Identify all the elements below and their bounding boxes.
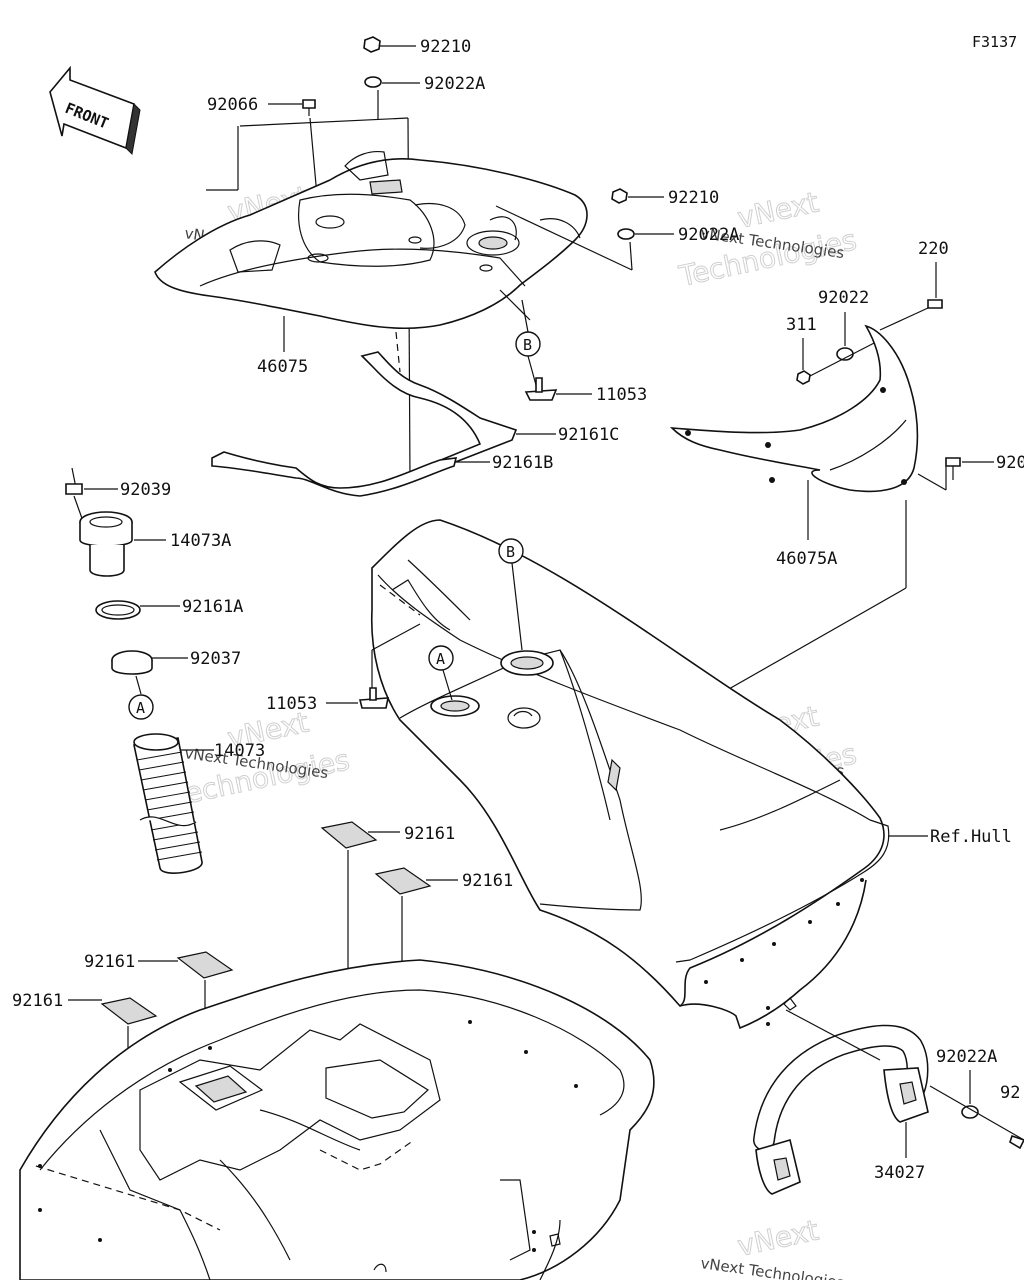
leader-line xyxy=(495,205,633,271)
clamp-92037 xyxy=(111,650,188,695)
part-label-46075A: 46075A xyxy=(776,549,837,569)
gasket-92161C xyxy=(360,351,556,469)
leader-line xyxy=(239,117,409,127)
part-label-92161B: 92161B xyxy=(492,453,553,473)
gasket-92161B xyxy=(211,451,490,497)
nut-92210-right xyxy=(611,188,664,204)
part-label-92210-right: 92210 xyxy=(668,188,719,208)
leader-line xyxy=(629,241,633,271)
part-label-11053-mid: 11053 xyxy=(266,694,317,714)
watermark-vnext: vNext xyxy=(735,186,822,235)
fitting-14073A xyxy=(79,511,166,577)
part-label-92022: 92022 xyxy=(818,288,869,308)
leader-line xyxy=(511,562,523,651)
part-label-92-cut: 92 xyxy=(1000,1083,1020,1103)
part-label-92161C: 92161C xyxy=(558,425,619,445)
figure-code: F3137 xyxy=(972,33,1017,51)
leader-line xyxy=(395,331,401,373)
washer-92022A-bottom xyxy=(929,1070,1024,1150)
gasket-92161A xyxy=(95,600,180,620)
part-label-92022A-top: 92022A xyxy=(424,74,485,94)
leader-line xyxy=(521,299,529,333)
part-label-92161A: 92161A xyxy=(182,597,243,617)
leader-line xyxy=(527,355,537,386)
clip-11053-mid xyxy=(326,623,421,709)
callout-b-label: B xyxy=(523,336,532,354)
part-label-92039: 92039 xyxy=(120,480,171,500)
part-label-92022A-bottom: 92022A xyxy=(936,1047,997,1067)
bolt-220 xyxy=(879,262,943,331)
part-label-92161-3: 92161 xyxy=(84,952,135,972)
part-label-920: 920 xyxy=(996,453,1024,473)
part-label-34027: 34027 xyxy=(874,1163,925,1183)
clip-11053-top xyxy=(524,377,592,401)
part-label-92037: 92037 xyxy=(190,649,241,669)
nut-311 xyxy=(796,338,881,385)
washer-92022 xyxy=(836,312,854,361)
washer-92022A-top xyxy=(364,76,420,88)
bolt-92066 xyxy=(268,99,316,116)
part-label-14073A: 14073A xyxy=(170,531,231,551)
part-label-92066: 92066 xyxy=(207,95,258,115)
hose-14073 xyxy=(133,733,214,874)
part-label-92022A-right: 92022A xyxy=(678,225,739,245)
lower-deck xyxy=(19,959,655,1280)
callout-a-label: A xyxy=(436,650,445,668)
washer-92022A-right xyxy=(617,228,674,240)
callout-b-label: B xyxy=(506,543,515,561)
watermark-vnext: vNext xyxy=(735,1214,822,1263)
screw-92-right xyxy=(917,457,994,491)
hull-body xyxy=(370,519,890,1030)
nut-92210-top xyxy=(363,36,416,53)
watermark-text: vNext Technologies xyxy=(699,1254,845,1280)
part-label-14073: 14073 xyxy=(214,741,265,761)
part-label-311: 311 xyxy=(786,315,817,335)
part-label-92161-1: 92161 xyxy=(404,824,455,844)
part-label-220: 220 xyxy=(918,239,949,259)
part-label-92161-2: 92161 xyxy=(462,871,513,891)
side-cover-46075A xyxy=(669,324,919,493)
leader-line xyxy=(442,669,453,701)
top-cover-46075 xyxy=(154,150,588,330)
callout-a-mid xyxy=(428,645,454,671)
grab-handle-34027 xyxy=(753,1009,929,1195)
callout-b-mid xyxy=(498,538,524,564)
ref-hull-label: Ref.Hull xyxy=(930,827,1012,847)
part-label-11053-top: 11053 xyxy=(596,385,647,405)
callout-a-label: A xyxy=(136,699,145,717)
callout-a-left xyxy=(128,694,154,720)
front-arrow-icon: FRONT xyxy=(49,65,141,156)
part-label-46075: 46075 xyxy=(257,357,308,377)
part-label-92161-4: 92161 xyxy=(12,991,63,1011)
part-label-92210-top: 92210 xyxy=(420,37,471,57)
